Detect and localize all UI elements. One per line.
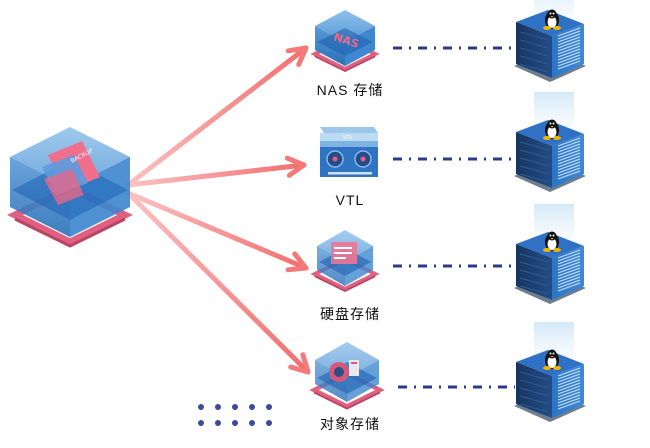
target-object-node[interactable]: [314, 342, 380, 409]
linux-penguin-icon: [543, 119, 561, 140]
label-disk-storage: 硬盘存储: [320, 306, 380, 322]
ellipsis-dot: [232, 420, 238, 426]
ellipsis-dot: [215, 420, 221, 426]
target-vtl-node[interactable]: VTL: [320, 127, 378, 177]
arrow-to-vtl: [125, 155, 307, 188]
target-disk-node[interactable]: [312, 230, 378, 293]
linux-server-3[interactable]: [514, 204, 586, 304]
linux-server-1[interactable]: [514, 0, 586, 82]
ellipsis-dot: [249, 420, 255, 426]
label-nas-storage: NAS 存储: [316, 82, 384, 98]
disk-storage-icon: [331, 242, 357, 264]
ellipsis-dot: [249, 404, 255, 410]
tape-library-icon: VTL: [320, 127, 378, 177]
arrow-to-disk: [125, 190, 309, 273]
dash-lines-group: [393, 46, 515, 389]
ellipsis-dot: [198, 404, 204, 410]
object-storage-icon: [329, 360, 359, 382]
linux-server-4[interactable]: [514, 322, 586, 422]
target-nas-node[interactable]: NAS: [312, 10, 378, 73]
more-targets-ellipsis: [198, 404, 278, 428]
label-object-storage: 对象存储: [320, 416, 380, 432]
arrow-to-nas: [125, 45, 309, 188]
linux-penguin-icon: [543, 9, 561, 30]
linux-penguin-icon: [543, 349, 561, 370]
linux-penguin-icon: [543, 231, 561, 252]
ellipsis-dot: [266, 420, 272, 426]
ellipsis-dot: [215, 404, 221, 410]
arrows-group: [125, 45, 311, 375]
vtl-icon-text: VTL: [343, 135, 352, 141]
label-vtl: VTL: [335, 192, 365, 208]
ellipsis-dot: [198, 420, 204, 426]
ellipsis-dot: [232, 404, 238, 410]
source-backup-node[interactable]: BACKUP: [10, 127, 130, 246]
linux-server-2[interactable]: [514, 92, 586, 192]
arrow-to-object: [125, 190, 311, 375]
backup-card-icon: BACKUP: [42, 141, 100, 205]
ellipsis-dot: [266, 404, 272, 410]
servers-group: [514, 0, 586, 422]
